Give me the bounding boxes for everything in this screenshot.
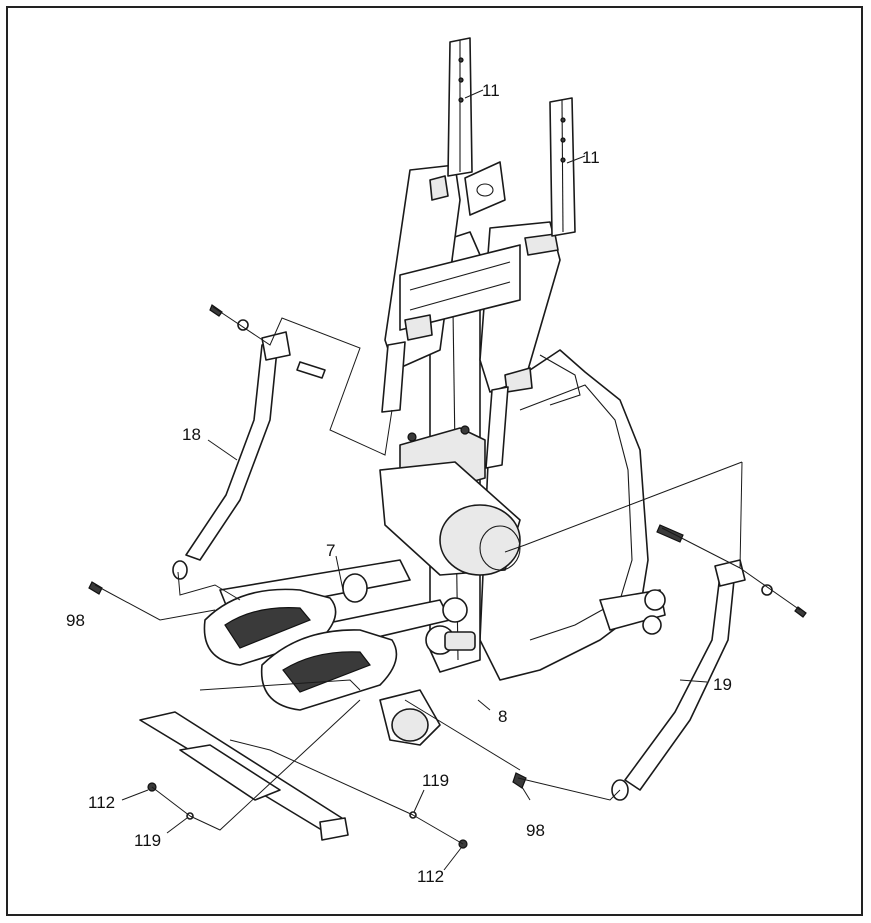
console-mount-plate: [464, 161, 506, 216]
lower-arm-left: [172, 331, 291, 580]
callout-112-right: 112: [417, 867, 444, 886]
pedal-right: [260, 629, 398, 711]
callout-labels: 11 11 18 7 98 19 8 112 119 119 98 112: [66, 81, 732, 886]
upper-arm-assembly: [384, 164, 561, 393]
callout-119-right: 119: [422, 771, 449, 790]
crank-housing: [379, 461, 521, 576]
callout-98-right: 98: [526, 821, 545, 840]
pedal-left: [203, 588, 337, 666]
callout-11-lower: 11: [582, 148, 600, 167]
callout-leaders: [121, 89, 708, 871]
upright-tube-left: [381, 37, 473, 413]
callout-19: 19: [713, 675, 732, 694]
base-frame: [139, 589, 666, 841]
callout-98-left: 98: [66, 611, 85, 630]
callout-8: 8: [498, 707, 507, 726]
upright-tube-right: [485, 97, 576, 469]
assembly-lines: [94, 306, 801, 845]
callout-112-left: 112: [88, 793, 115, 812]
callout-7: 7: [326, 541, 335, 560]
callout-11-upper: 11: [482, 81, 500, 100]
callout-119-left: 119: [134, 831, 161, 850]
callout-18: 18: [182, 425, 201, 444]
roller: [342, 573, 368, 603]
